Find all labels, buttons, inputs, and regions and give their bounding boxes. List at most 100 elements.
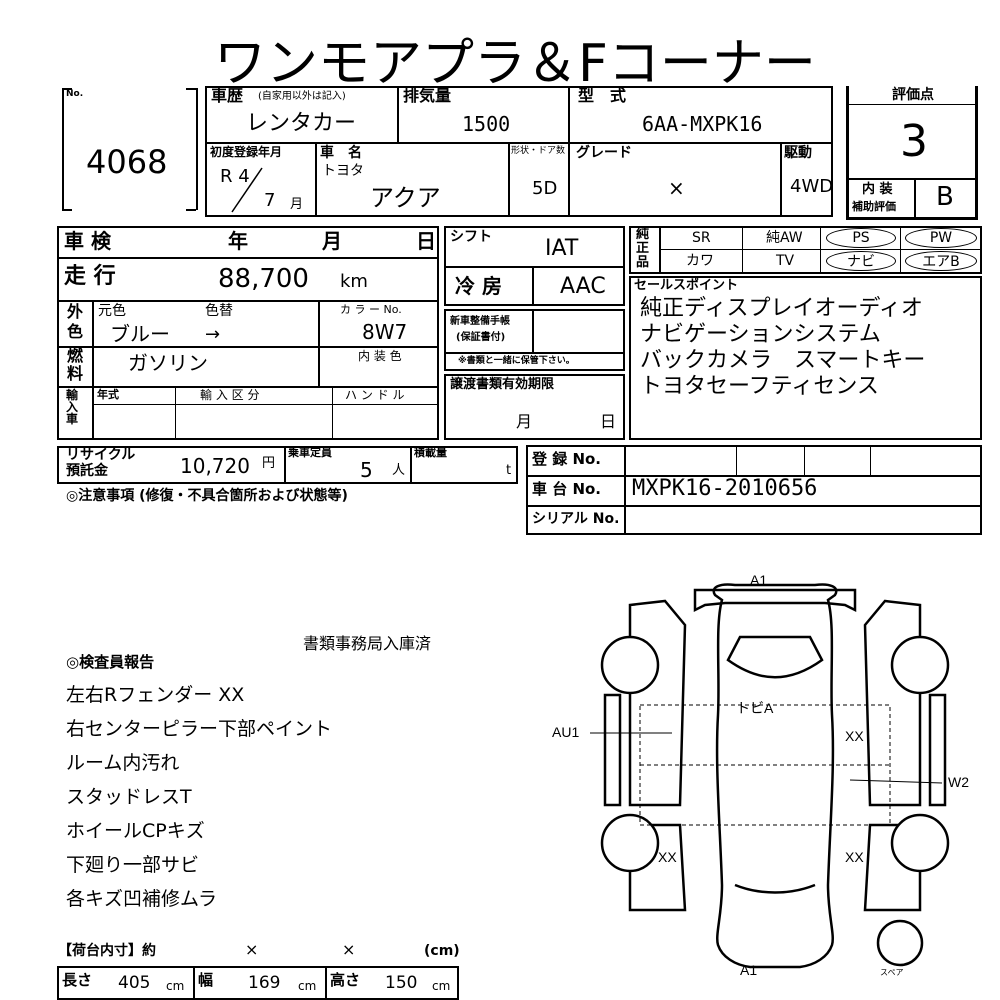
lot-number: 4068 — [86, 143, 168, 181]
load-label: 積載量 — [414, 446, 447, 459]
inspection-mileage-block — [57, 226, 439, 440]
right-side-skirt — [928, 693, 947, 807]
wheel-front-right — [890, 635, 950, 695]
vehicle-info-grid — [205, 86, 833, 217]
model-type-label: 型 式 — [578, 86, 627, 105]
rear-window — [734, 883, 816, 894]
equip-alloy-wheel: 純AW — [766, 230, 803, 246]
displacement-value: 1500 — [462, 112, 511, 136]
sales-point-3: バックカメラ スマートキー — [640, 348, 926, 373]
damage-au1: AU1 — [552, 724, 579, 740]
damage-a1-front: A1 — [750, 572, 767, 588]
sales-point-4: トヨタセーフティセンス — [640, 374, 879, 399]
inspection-label: 車 検 — [64, 229, 111, 253]
cargo-width-label: 幅 — [198, 971, 214, 989]
left-door-line — [628, 599, 687, 807]
handle-label: ハ ン ド ル — [345, 388, 405, 402]
inspector-line-5: ホイールCPキズ — [66, 820, 205, 842]
inspector-line-2: 右センターピラー下部ペイント — [66, 718, 333, 740]
interior-score: B — [936, 182, 954, 212]
interior-color-label: 内 装 色 — [358, 349, 402, 363]
spare-label: スペア — [880, 968, 903, 977]
color-label-2: 色 — [67, 322, 84, 341]
original-color: ブルー — [110, 322, 170, 346]
mileage-label: 走 行 — [64, 264, 116, 289]
registration-block — [526, 445, 982, 535]
equip-sr: SR — [692, 230, 711, 246]
import-class-label: 輸 入 区 分 — [200, 388, 260, 402]
docs-status: 書類事務局入庫済 — [303, 634, 432, 653]
first-reg-label: 初度登録年月 — [210, 145, 283, 159]
recycle-label-1: リサイクル — [66, 447, 136, 463]
page-title: ワンモアプラ＆Fコーナー — [214, 34, 816, 94]
cargo-height-label: 高さ — [330, 971, 361, 989]
transfer-docs-label: 譲渡書類有効期限 — [450, 377, 555, 392]
sales-point-1: 純正ディスプレイオーディオ — [640, 296, 923, 321]
displacement-label: 排気量 — [403, 86, 452, 105]
score-label: 評価点 — [892, 87, 934, 103]
mileage-value: 88,700 — [218, 264, 309, 294]
wheel-rear-right — [890, 813, 950, 873]
equip-navi: ナビ — [826, 251, 896, 271]
grade-label: グレード — [576, 145, 632, 161]
capacity-unit: 人 — [392, 463, 406, 478]
car-body-outline — [712, 583, 838, 969]
transfer-docs-month: 月 — [516, 412, 533, 431]
history-note: (自家用以外は記入) — [258, 91, 346, 102]
new-car-manual-label: 新車整備手帳 — [450, 316, 510, 327]
mileage-unit: km — [340, 271, 368, 292]
shift-label: シフト — [450, 229, 492, 245]
shift-value: IAT — [545, 236, 579, 261]
cargo-height: 150 — [385, 973, 418, 993]
cargo-length-unit: cm — [166, 979, 185, 993]
equipment-box — [629, 226, 982, 274]
inspection-day: 日 — [416, 229, 436, 253]
car-damage-diagram: A1 A1 トビA AU1 W2 XX XX XX スペア — [552, 572, 969, 978]
ac-value: AAC — [560, 274, 606, 299]
right-door-line — [863, 599, 922, 807]
capacity-value: 5 — [360, 458, 373, 482]
front-bumper — [693, 588, 857, 613]
body-value: 5D — [532, 178, 558, 199]
equip-tv: TV — [776, 253, 795, 269]
changed-color-label: 色替 — [205, 303, 233, 319]
grade-value: × — [668, 176, 685, 200]
damage-xx-right-front: XX — [845, 849, 864, 865]
changed-color: → — [205, 324, 221, 345]
body-label: 形状・ドア数 — [511, 146, 566, 156]
import-year-label: 年式 — [97, 388, 119, 401]
transfer-docs-day: 日 — [600, 412, 617, 431]
drive-label: 駆動 — [784, 145, 812, 161]
cargo-x1: × — [245, 940, 259, 959]
inspector-line-7: 各キズ凹補修ムラ — [66, 888, 218, 910]
first-reg-slash — [231, 167, 263, 213]
first-reg-era: R 4 — [220, 166, 250, 187]
cargo-height-unit: cm — [432, 979, 451, 993]
cargo-label: 【荷台内寸】約 — [58, 943, 156, 959]
cargo-dimensions — [57, 966, 459, 1000]
first-reg-month-unit: 月 — [290, 197, 304, 212]
chassis-label: 車 台 No. — [532, 480, 602, 498]
damage-w2: W2 — [948, 774, 969, 790]
cargo-x2: × — [342, 940, 356, 959]
equip-ps: PS — [826, 228, 896, 248]
inspector-line-4: スタッドレスT — [66, 786, 192, 808]
load-unit: t — [506, 463, 512, 478]
import-label: 輸入車 — [66, 388, 79, 426]
chassis-number: MXPK16-2010656 — [632, 476, 818, 501]
equip-label-3: 品 — [636, 255, 650, 270]
new-car-manual-warranty: (保証書付) — [456, 332, 506, 343]
equip-label-2: 正 — [636, 241, 650, 256]
equip-airbag: エアB — [905, 251, 977, 271]
registration-label: 登 録 No. — [532, 450, 602, 468]
damage-tobi-windshield: トビA — [736, 700, 774, 716]
inspector-report-label: ◎検査員報告 — [66, 653, 155, 671]
transfer-docs-box — [444, 374, 625, 440]
car-name-label: 車 名 — [320, 145, 362, 161]
capacity-label: 乗車定員 — [288, 446, 332, 459]
equip-leather: カワ — [686, 253, 714, 269]
sales-point-2: ナビゲーションシステム — [640, 322, 881, 347]
cargo-length-label: 長さ — [62, 971, 93, 989]
cargo-length: 405 — [118, 973, 151, 993]
model-type-value: 6AA-MXPK16 — [642, 112, 763, 136]
